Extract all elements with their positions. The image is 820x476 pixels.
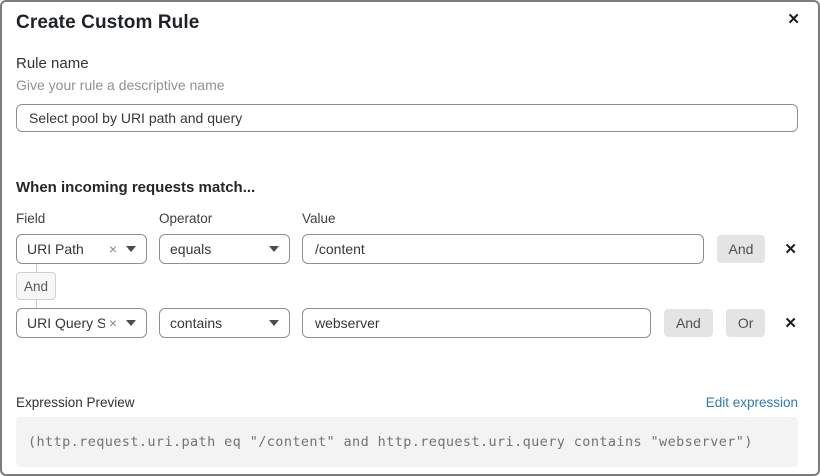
- value-input[interactable]: [302, 308, 651, 338]
- add-and-button[interactable]: And: [663, 309, 713, 337]
- row-connector: And: [16, 264, 56, 308]
- match-row-2: URI Query St... × contains And Or ✕: [16, 308, 798, 338]
- column-labels: Field Operator Value: [16, 211, 798, 226]
- match-heading: When incoming requests match...: [16, 179, 256, 196]
- expression-code: (http.request.uri.path eq "/content" and…: [28, 434, 753, 450]
- operator-select[interactable]: equals: [159, 234, 290, 264]
- field-column-label: Field: [16, 211, 46, 226]
- field-select-value: URI Query St...: [27, 315, 105, 331]
- expression-code-block: (http.request.uri.path eq "/content" and…: [16, 417, 798, 467]
- field-select[interactable]: URI Query St... ×: [16, 308, 147, 338]
- delete-row-icon[interactable]: ✕: [784, 314, 797, 332]
- chevron-down-icon: [269, 320, 279, 326]
- delete-row-icon[interactable]: ✕: [784, 240, 797, 258]
- rule-name-helper: Give your rule a descriptive name: [16, 77, 225, 93]
- operator-select[interactable]: contains: [159, 308, 290, 338]
- dialog-title: Create Custom Rule: [16, 12, 200, 33]
- expression-preview-row: Expression Preview Edit expression: [16, 395, 798, 410]
- expression-preview-label: Expression Preview: [16, 395, 135, 410]
- add-and-button[interactable]: And: [716, 235, 766, 263]
- connector-and-badge: And: [16, 272, 56, 300]
- rule-name-input[interactable]: [16, 104, 798, 132]
- clear-icon[interactable]: ×: [108, 315, 117, 331]
- connector-line: [35, 264, 37, 272]
- rule-name-label: Rule name: [16, 55, 89, 72]
- close-icon[interactable]: ✕: [783, 8, 804, 31]
- chevron-down-icon: [126, 246, 136, 252]
- field-select-value: URI Path: [27, 241, 84, 257]
- operator-select-value: equals: [170, 241, 212, 257]
- match-row-1: URI Path × equals And ✕: [16, 234, 798, 264]
- field-select[interactable]: URI Path ×: [16, 234, 147, 264]
- operator-select-value: contains: [170, 315, 223, 331]
- operator-column-label: Operator: [159, 211, 213, 226]
- chevron-down-icon: [126, 320, 136, 326]
- clear-icon[interactable]: ×: [108, 241, 117, 257]
- add-or-button[interactable]: Or: [725, 309, 766, 337]
- value-input[interactable]: [302, 234, 704, 264]
- connector-line: [35, 300, 37, 308]
- value-column-label: Value: [302, 211, 336, 226]
- edit-expression-link[interactable]: Edit expression: [705, 395, 798, 410]
- chevron-down-icon: [269, 246, 279, 252]
